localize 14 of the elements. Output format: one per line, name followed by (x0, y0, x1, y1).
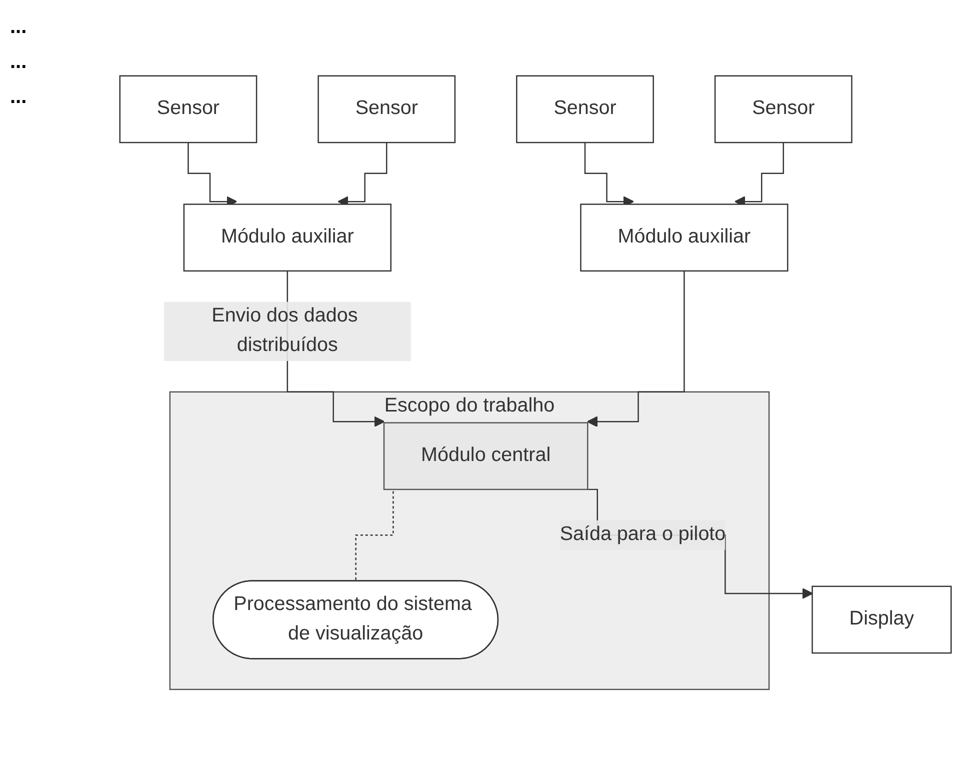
node-box: Módulo auxiliar (580, 204, 788, 272)
node-box: Sensor (714, 76, 852, 144)
node-box: Módulo central (383, 422, 588, 490)
ellipsis-mark: ... (10, 16, 27, 39)
node-box: Display (812, 586, 952, 654)
edge-label: Envio dos dados distribuídos (212, 306, 358, 356)
node-box: Módulo auxiliar (183, 204, 392, 272)
node-box: Sensor (516, 76, 654, 144)
arrow (586, 270, 685, 428)
ellipsis-mark: ... (10, 51, 27, 74)
edge-label: Saída para o piloto (560, 524, 726, 546)
ellipsis-mark: ... (10, 86, 27, 109)
node-box: Sensor (318, 76, 456, 144)
node-box: Sensor (119, 76, 258, 144)
